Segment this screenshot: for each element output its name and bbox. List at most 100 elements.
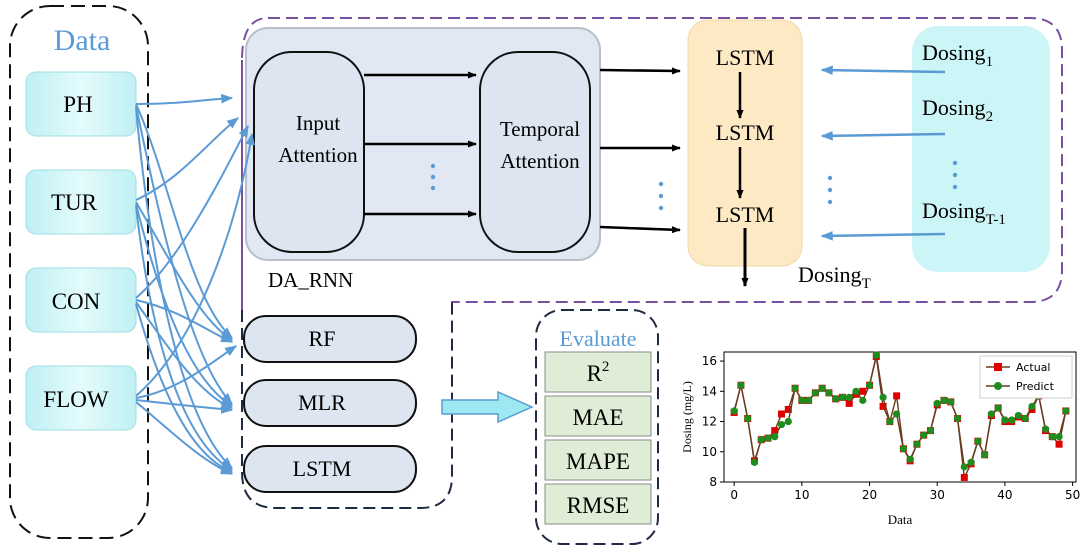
y-tick-label: 8 bbox=[709, 475, 717, 489]
ph-label: PH bbox=[63, 92, 92, 117]
ellipsis-attn bbox=[430, 163, 436, 191]
metric-r2: R2 bbox=[587, 359, 610, 386]
chart-y-axis-label: Dosing (mg/L) bbox=[680, 381, 694, 453]
flow-ph-mlr bbox=[135, 105, 233, 405]
metric-mae: MAE bbox=[572, 405, 623, 430]
point-predict bbox=[757, 436, 765, 444]
flow-ph-lstm bbox=[135, 107, 233, 469]
point-predict bbox=[940, 396, 948, 404]
lstm-baseline-block bbox=[243, 445, 417, 493]
flow-con-lstm bbox=[135, 303, 234, 473]
flow-con-rf bbox=[135, 299, 234, 343]
x-tick-label: 50 bbox=[1065, 488, 1080, 502]
flow-tur-mlr bbox=[135, 203, 234, 407]
point-predict bbox=[913, 440, 921, 448]
arrow-dosing-1 bbox=[820, 65, 946, 75]
point-predict bbox=[906, 455, 914, 463]
point-predict bbox=[974, 437, 982, 445]
point-predict bbox=[825, 389, 833, 397]
flow-label: FLOW bbox=[43, 387, 108, 412]
point-predict bbox=[798, 396, 806, 404]
x-tick-label: 20 bbox=[862, 488, 877, 502]
point-predict bbox=[750, 458, 759, 466]
flow-flow-lstm bbox=[135, 401, 234, 475]
lstm-cell-2: LSTM bbox=[716, 120, 775, 145]
flow-ph-dual bbox=[135, 93, 234, 105]
to-evaluate-arrow bbox=[441, 390, 534, 424]
legend-actual-marker bbox=[994, 363, 1002, 371]
point-predict bbox=[886, 417, 894, 426]
metric-mae-cell bbox=[544, 395, 652, 437]
point-predict bbox=[893, 410, 901, 418]
point-predict bbox=[865, 381, 874, 389]
chart-legend: Actual Predict bbox=[979, 355, 1073, 399]
metric-rmse-cell bbox=[544, 483, 652, 525]
legend-predict-marker bbox=[994, 382, 1002, 390]
metric-mape: MAPE bbox=[566, 449, 630, 474]
point-predict bbox=[730, 407, 738, 415]
temporal-attention-block bbox=[479, 51, 591, 253]
flow-con-mlr bbox=[135, 301, 234, 409]
dosing-panel bbox=[912, 26, 1050, 272]
dosing-t-minus-1: DosingT-1 bbox=[922, 198, 1006, 228]
tur-label: TUR bbox=[51, 190, 98, 215]
point-predict bbox=[953, 414, 962, 423]
metric-mape-cell bbox=[544, 439, 652, 481]
point-predict bbox=[832, 395, 840, 403]
da-rnn-frame bbox=[241, 17, 1063, 310]
point-predict bbox=[1008, 416, 1016, 424]
arrow-dosing-2 bbox=[820, 131, 946, 141]
ellipsis-temporal bbox=[658, 181, 664, 211]
point-predict bbox=[987, 410, 995, 418]
point-actual bbox=[960, 473, 968, 481]
lstm-cell-3: LSTM bbox=[716, 202, 775, 227]
point-predict bbox=[1048, 433, 1056, 441]
point-predict bbox=[777, 420, 786, 429]
point-predict bbox=[744, 414, 752, 423]
point-predict bbox=[845, 393, 853, 401]
x-tick-label: 10 bbox=[794, 488, 809, 502]
mlr-label: MLR bbox=[298, 390, 346, 415]
input-attention-line1: Input bbox=[296, 111, 340, 135]
chart-x-axis-label: Data bbox=[888, 512, 913, 527]
point-predict bbox=[899, 445, 907, 453]
point-predict bbox=[879, 393, 887, 401]
ellipsis-dosing bbox=[952, 160, 958, 190]
y-tick-label: 12 bbox=[702, 415, 717, 429]
chart-series bbox=[730, 351, 1070, 481]
arrow-temporal-3 bbox=[599, 225, 681, 234]
flow-ph-rf bbox=[135, 103, 233, 339]
point-predict bbox=[1014, 411, 1023, 420]
y-tick-label: 14 bbox=[702, 384, 717, 398]
data-input-flow: FLOW bbox=[25, 365, 137, 431]
data-panel-title: Data bbox=[54, 24, 111, 57]
arrow-temporal-1 bbox=[599, 67, 681, 75]
point-predict bbox=[1028, 402, 1036, 411]
point-predict bbox=[764, 434, 772, 442]
data-input-tur: TUR bbox=[25, 169, 137, 235]
metric-rmse: RMSE bbox=[567, 493, 630, 518]
mlr-block bbox=[243, 379, 417, 427]
x-tick-label: 30 bbox=[930, 488, 945, 502]
flow-flow-rf bbox=[135, 345, 237, 399]
input-attention-line2: Attention bbox=[278, 143, 358, 167]
data-input-con: CON bbox=[25, 267, 137, 333]
point-predict bbox=[1001, 416, 1009, 424]
flow-tur-rf bbox=[135, 201, 234, 341]
legend-actual-label: Actual bbox=[1016, 361, 1050, 374]
con-label: CON bbox=[52, 289, 101, 314]
point-predict bbox=[771, 433, 779, 441]
point-predict bbox=[852, 387, 860, 395]
x-tick-label: 0 bbox=[730, 488, 738, 502]
lstm-cell-1: LSTM bbox=[716, 45, 775, 70]
point-actual bbox=[778, 410, 786, 418]
point-predict bbox=[933, 399, 941, 407]
point-predict bbox=[838, 393, 847, 401]
point-predict bbox=[967, 458, 975, 466]
point-actual bbox=[845, 399, 853, 407]
temporal-attention-line1: Temporal bbox=[500, 117, 580, 141]
da-rnn-label: DA_RNN bbox=[268, 268, 353, 292]
temporal-attention-line2: Attention bbox=[500, 149, 580, 173]
arrow-dosing-3 bbox=[820, 231, 946, 241]
